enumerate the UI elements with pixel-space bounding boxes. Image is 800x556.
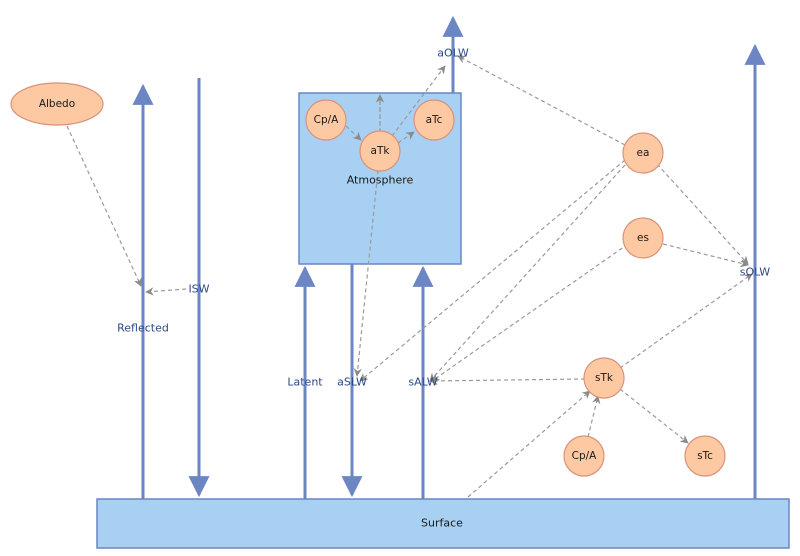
link-atk-aolw-2 [391,65,446,137]
link-es-salw [431,243,629,382]
solw-label: sOLW [740,266,771,279]
surface-box[interactable] [96,498,790,549]
link-stk-stc [619,388,689,444]
atk-label: aTk [371,145,391,157]
cpa-atm-node[interactable] [305,99,347,141]
aslw-label: aSLW [337,376,367,389]
cpa-surf-node[interactable] [563,435,605,477]
stk-label: sTk [595,372,614,384]
link-surface-stk [467,390,591,498]
atc-node[interactable] [413,99,455,141]
albedo-label: Albedo [39,98,75,110]
aolw-label: aOLW [437,47,469,60]
link-ea-aslw [359,159,626,382]
stc-label: sTc [697,450,713,462]
atmosphere-label: Atmosphere [347,174,414,187]
atc-label: aTc [426,114,443,126]
link-stk-solw [619,273,753,369]
cpa-surf-label: Cp/A [572,450,598,462]
link-atk-atc [397,131,415,144]
link-cpa-atk [345,125,362,141]
latent-label: Latent [287,376,323,389]
link-es-solw [662,243,749,268]
link-ea-aolw [457,55,626,146]
surface-label: Surface [421,517,463,530]
link-stk-salw [429,376,586,386]
isw-label: ISW [188,283,209,296]
link-ea-solw [656,163,749,265]
albedo-node[interactable] [10,82,104,126]
ea-label: ea [637,147,650,159]
stc-node[interactable] [684,435,726,477]
cpa-atm-label: Cp/A [314,114,340,126]
es-node[interactable] [622,217,664,259]
ea-node[interactable] [622,132,664,174]
atk-node[interactable] [359,130,401,172]
es-label: es [637,232,649,244]
link-cpa-stk [587,395,601,438]
salw-label: sALW [408,376,437,389]
reflected-label: Reflected [117,322,169,335]
link-albedo-reflected [66,125,142,287]
stk-node[interactable] [583,357,625,399]
link-isw-reflected [145,287,187,296]
dependency-links [66,55,753,498]
